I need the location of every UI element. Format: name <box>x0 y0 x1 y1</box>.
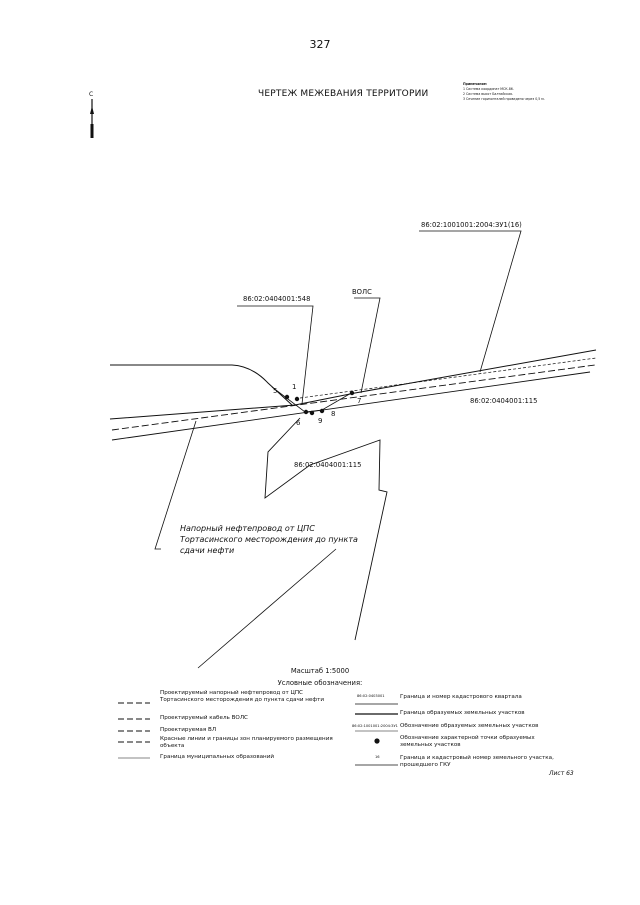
characteristic-points <box>284 390 355 416</box>
legend-item: Обозначение образуемых земельных участко… <box>400 723 539 729</box>
legend-item: Граница и номер кадастрового квартала <box>400 694 522 700</box>
point-label: 8 <box>331 410 336 418</box>
scale-label: Масштаб 1:5000 <box>290 667 350 675</box>
legend-symbols <box>118 702 398 766</box>
page-number: 327 <box>309 38 331 51</box>
notes-block: Примечание: 1 Система координат МСК-86. … <box>463 82 545 102</box>
legend-item: Граница муниципальных образований <box>160 754 274 760</box>
legend-sample: 16 <box>375 755 380 759</box>
note-item: 2 Система высот Балтийская. <box>463 92 513 96</box>
legend-item: Проектируемый кабель ВОЛС <box>160 715 248 721</box>
label-volc: ВОЛС <box>352 288 372 296</box>
legend-item: Проектируемая ВЛ <box>160 727 217 733</box>
north-label: С <box>89 91 94 98</box>
label-parcel-left: 86:02:0404001:548 <box>243 295 311 303</box>
point-label: 1 <box>292 383 297 391</box>
point-label: 6 <box>296 419 301 427</box>
legend-item: Обозначение характерной точки образуемых… <box>400 735 535 748</box>
drawing-title: ЧЕРТЕЖ МЕЖЕВАНИЯ ТЕРРИТОРИИ <box>258 89 429 99</box>
legend-sample: 86:02:1001001:2004:ЗУ1 <box>352 724 398 728</box>
note-item: 3 Сечение горизонталей проведено через 0… <box>463 97 545 101</box>
note-item: 1 Система координат МСК-86. <box>463 87 514 91</box>
point-label: 9 <box>318 417 323 425</box>
point-label: 5 <box>273 387 278 395</box>
legend-item: Граница образуемых земельных участков <box>400 710 525 716</box>
leader-lines <box>154 230 522 669</box>
north-arrow-icon <box>90 99 94 138</box>
legend-sample: 86:02:0403001 <box>357 694 385 698</box>
point-label: 7 <box>357 397 362 405</box>
notes-heading: Примечание: <box>463 82 488 86</box>
legend-item: Граница и кадастровый номер земельного у… <box>400 755 554 768</box>
label-parcel-top-right: 86:02:1001001:2004:ЗУ1(16) <box>421 221 522 229</box>
label-parcel-center: 86:02:0404001:115 <box>294 461 362 469</box>
label-parcel-right: 86:02:0404001:115 <box>470 397 538 405</box>
legend-title: Условные обозначения: <box>277 679 363 687</box>
legend-item: Красные линии и границы зон планируемого… <box>160 736 333 749</box>
corridor-lines <box>109 349 597 641</box>
pipeline-label: Напорный нефтепровод от ЦПС Тортасинског… <box>180 524 358 555</box>
legend-point-icon <box>374 738 380 744</box>
sheet-number: Лист 63 <box>549 770 574 777</box>
legend-item: Проектируемый напорный нефтепровод от ЦП… <box>160 690 325 703</box>
